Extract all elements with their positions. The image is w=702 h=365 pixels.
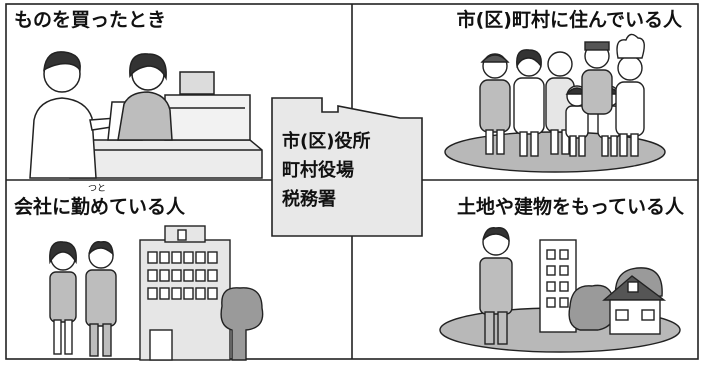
office-tree (220, 287, 264, 361)
center-office-box (271, 97, 423, 237)
landowner-figure (479, 227, 513, 345)
shopping-scene (29, 51, 263, 179)
clerk-hair (129, 53, 167, 81)
center-line-town-office: 町村役場 (282, 160, 354, 181)
customer-body (29, 97, 97, 179)
property-scene (439, 227, 681, 353)
label-office-workers: 会社に勤めている人 (14, 196, 186, 218)
resident-4 (581, 41, 613, 115)
label-residents: 市(区)町村に住んでいる人 (456, 9, 682, 31)
shop-counter (69, 139, 263, 179)
chef-hat-icon (616, 33, 645, 59)
resident-1 (479, 53, 511, 155)
office-worker-woman (49, 241, 77, 355)
center-line-tax-office: 税務署 (282, 189, 336, 210)
clerk-body (117, 91, 173, 141)
office-worker-man (85, 241, 117, 357)
clerk-figure (117, 53, 173, 141)
customer-hair (43, 51, 81, 72)
office-scene (49, 225, 264, 361)
register-display (179, 71, 215, 95)
customer-figure (29, 51, 119, 179)
ruby-tsutomeru: つと (88, 184, 107, 194)
residents-scene (444, 33, 666, 173)
property-tree-1 (568, 284, 616, 331)
cash-register (164, 94, 251, 141)
label-property-owners: 土地や建物をもっている人 (456, 196, 684, 218)
label-shopping: ものを買ったとき (14, 9, 167, 31)
resident-chef (615, 33, 645, 157)
center-line-city-office: 市(区)役所 (282, 131, 371, 152)
office-windows (147, 251, 218, 361)
resident-2 (513, 49, 545, 157)
